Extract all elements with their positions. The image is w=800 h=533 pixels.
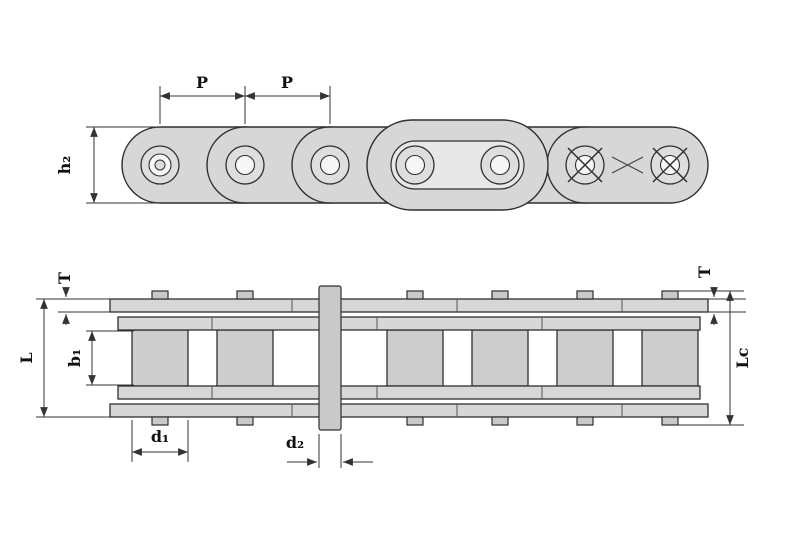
roller-plan [386,329,444,387]
dim-label-T-left: T [55,272,74,284]
dim-label-pitch-2: P [281,73,293,92]
cotter-mark [611,156,644,174]
pin-head [661,416,679,426]
dim-label-h2: h₂ [55,156,74,175]
plan-view: L b₁ T T Lc d₁ [17,266,752,468]
pin-head [576,416,594,426]
pin-head [661,290,679,300]
roller-bore [319,154,341,176]
roller-plan [641,329,699,387]
pin-head [236,416,254,426]
dim-label-Lc: Lc [733,347,752,368]
roller-plan [471,329,529,387]
inner-plate-bottom [117,385,701,400]
plan-dimensions: L b₁ T T Lc d₁ [17,266,752,468]
dim-label-T-right: T [695,266,714,278]
outer-plate-top [109,298,709,313]
pin-hole [154,159,166,171]
pin-head [236,290,254,300]
side-view: P P h₂ [55,73,709,211]
dim-label-d2: d₂ [286,433,304,452]
pin-head [406,416,424,426]
pin-head [151,290,169,300]
inner-plate-top [117,316,701,331]
plan-rollers [131,329,699,387]
pin-head [491,416,509,426]
outer-plate-bottom [109,403,709,418]
connecting-pin-shaft [318,285,342,431]
pin-head [406,290,424,300]
dim-label-pitch-1: P [196,73,208,92]
dim-label-d1: d₁ [151,427,169,446]
pins [151,290,679,426]
connecting-pin [318,285,342,431]
roller-plan [216,329,274,387]
roller-bore [404,154,426,176]
pitch-dimension: P P [159,73,331,124]
plan-plates [109,298,709,418]
cotter-cross [567,147,603,183]
roller-plan [556,329,614,387]
master-link [366,119,549,211]
pin-head [151,416,169,426]
dim-label-L: L [17,352,36,363]
pin-head [491,290,509,300]
dim-label-b1: b₁ [65,349,84,367]
cotter-cross-marks [567,147,688,183]
h2-dimension: h₂ [55,126,160,204]
roller-bore [489,154,511,176]
roller-bore [234,154,256,176]
pin-head [576,290,594,300]
cotter-cross [652,147,688,183]
roller-plan [131,329,189,387]
